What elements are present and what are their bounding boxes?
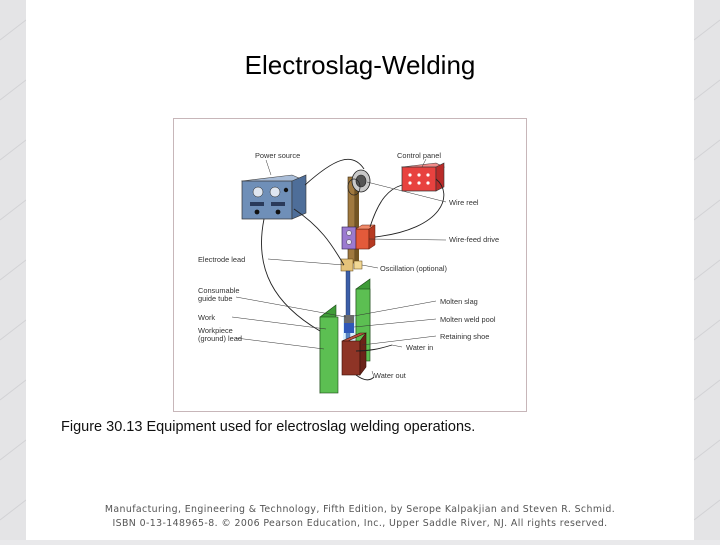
retaining-shoe	[341, 332, 367, 376]
credit-line-1: Manufacturing, Engineering & Technology,…	[104, 504, 616, 515]
wire-reel	[347, 169, 371, 196]
label-molten-slag: Molten slag	[440, 297, 478, 306]
label-guide-tube: guide tube	[198, 294, 233, 303]
electroslag-welding-diagram	[231, 158, 447, 394]
credit-line-2: ISBN 0-13-148965-8. © 2006 Pearson Educa…	[112, 518, 608, 529]
control-panel-unit	[400, 162, 446, 192]
diagram-labels: Power source Control panel Wire reel Wir…	[174, 119, 528, 413]
label-retaining-shoe: Retaining shoe	[440, 332, 490, 341]
label-water-in: Water in	[406, 343, 434, 352]
figure-caption: Figure 30.13 Equipment used for electros…	[61, 419, 476, 435]
label-wire-reel: Wire reel	[449, 198, 479, 207]
label-water-out: Water out	[374, 371, 406, 380]
label-molten-weld-pool: Molten weld pool	[440, 315, 496, 324]
label-electrode-lead: Electrode lead	[198, 255, 246, 264]
label-work: Work	[198, 313, 216, 322]
label-consumable: Consumable	[198, 286, 240, 295]
leader-lines	[231, 158, 447, 378]
slide-title: Electroslag-Welding	[244, 50, 476, 80]
label-control-panel: Control panel	[397, 151, 441, 160]
label-workpiece: Workpiece	[198, 326, 233, 335]
figure-frame: Power source Control panel Wire reel Wir…	[173, 118, 527, 412]
wire-feed-drive	[341, 224, 376, 250]
label-oscillation: Oscillation (optional)	[380, 264, 447, 273]
label-wire-feed-drive: Wire-feed drive	[449, 235, 500, 244]
power-source-unit	[240, 174, 308, 220]
label-ground-lead: (ground) lead	[198, 334, 242, 343]
label-power-source: Power source	[255, 151, 301, 160]
cables	[261, 158, 445, 381]
